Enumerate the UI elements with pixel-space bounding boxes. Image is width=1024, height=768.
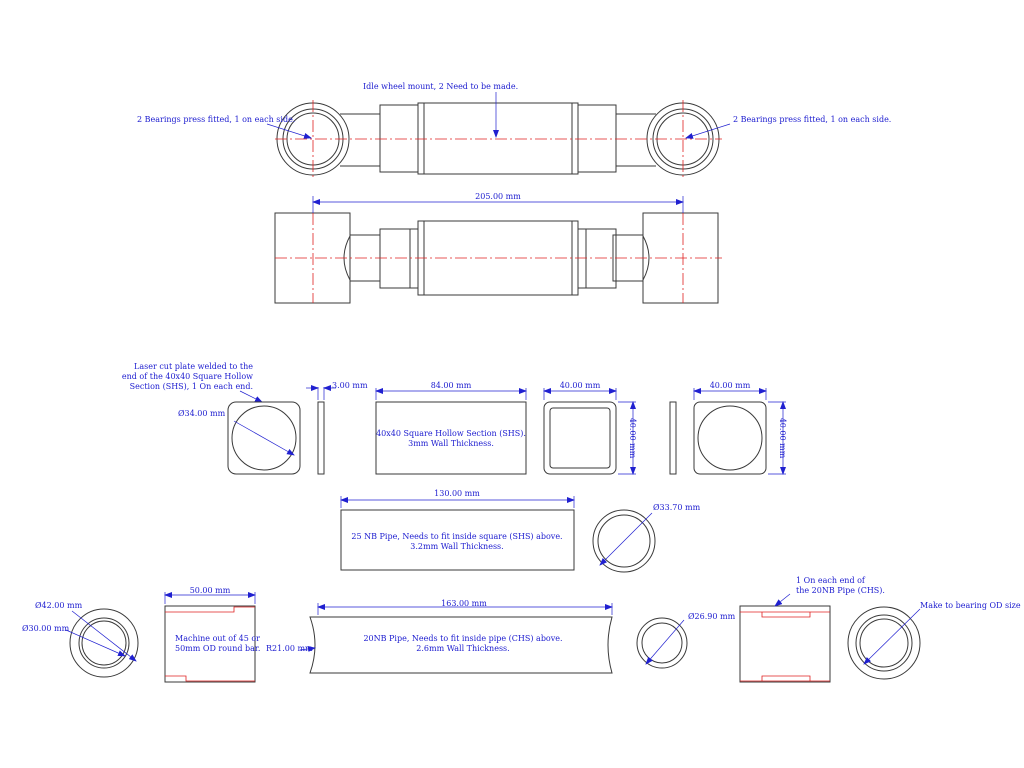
machine-note-line2: 50mm OD round bar. bbox=[175, 644, 260, 653]
laser-plate-line3: Section (SHS), 1 On each end. bbox=[130, 382, 253, 391]
end-note-line1: 1 On each end of bbox=[796, 576, 866, 585]
ring-od-label: Ø42.00 mm bbox=[35, 601, 83, 610]
assembly-side-view bbox=[274, 212, 722, 304]
pipe25-part: 130.00 mm 25 NB Pipe, Needs to fit insid… bbox=[340, 489, 575, 571]
end-note-line2: the 20NB Pipe (CHS). bbox=[796, 586, 885, 595]
shs-note-line1: 40x40 Square Hollow Section (SHS). bbox=[376, 429, 526, 438]
pipe20-dia-label: Ø26.90 mm bbox=[688, 612, 736, 621]
overall-dimension: 205.00 mm bbox=[312, 192, 684, 213]
pipe20-len-label: 163.00 mm bbox=[441, 599, 487, 608]
pipe20-end-view: Ø26.90 mm bbox=[636, 612, 736, 669]
pipe25-end-view: Ø33.70 mm bbox=[592, 503, 701, 573]
plate-side-part bbox=[669, 401, 677, 475]
pipe25-dia-label: Ø33.70 mm bbox=[653, 503, 701, 512]
ring-id-label: Ø30.00 mm bbox=[22, 624, 70, 633]
laser-plate-line1: Laser cut plate welded to the bbox=[134, 362, 253, 371]
plate-h-label: 40.00 mm bbox=[778, 418, 787, 459]
bearings-right-label: 2 Bearings press fitted, 1 on each side. bbox=[733, 115, 891, 124]
shs-w-label: 40.00 mm bbox=[560, 381, 601, 390]
plate-thickness-part: 3.00 mm bbox=[306, 381, 368, 475]
shs-note-line2: 3mm Wall Thickness. bbox=[408, 439, 494, 448]
bearings-left-label: 2 Bearings press fitted, 1 on each side. bbox=[137, 115, 295, 124]
laser-plate-part: Laser cut plate welded to the end of the… bbox=[122, 362, 301, 475]
pipe20-note-line1: 20NB Pipe, Needs to fit inside pipe (CHS… bbox=[363, 634, 562, 643]
pipe25-note-line2: 3.2mm Wall Thickness. bbox=[410, 542, 503, 551]
bush-part: 50.00 mm Machine out of 45 or 50mm OD ro… bbox=[164, 586, 260, 683]
shs-part: 84.00 mm 40x40 Square Hollow Section (SH… bbox=[375, 381, 527, 475]
bearing-od-label: Make to bearing OD size bbox=[920, 601, 1021, 610]
pipe20-part: 163.00 mm R21.00 mm 20NB Pipe, Needs to … bbox=[266, 599, 613, 674]
ring-part: Ø42.00 mm Ø30.00 mm bbox=[22, 601, 139, 678]
machine-note-line1: Machine out of 45 or bbox=[175, 634, 260, 643]
laser-plate-line2: end of the 40x40 Square Hollow bbox=[122, 372, 253, 381]
pipe20-note-line2: 2.6mm Wall Thickness. bbox=[416, 644, 509, 653]
idle-wheel-label: Idle wheel mount, 2 Need to be made. bbox=[363, 82, 518, 91]
assembly-top-view bbox=[275, 100, 722, 178]
overall-dim-label: 205.00 mm bbox=[475, 192, 521, 201]
shs-end-view: 40.00 mm 40.00 mm bbox=[543, 381, 637, 475]
shs-h-label: 40.00 mm bbox=[628, 418, 637, 459]
radius-label: R21.00 mm bbox=[266, 644, 313, 653]
top-annotations: Idle wheel mount, 2 Need to be made. 2 B… bbox=[137, 82, 891, 139]
bush-len-label: 50.00 mm bbox=[190, 586, 231, 595]
end-bush-part: 1 On each end of the 20NB Pipe (CHS). bbox=[739, 576, 885, 683]
plate-thk-label: 3.00 mm bbox=[332, 381, 368, 390]
shs-len-label: 84.00 mm bbox=[431, 381, 472, 390]
plate-dia-label: Ø34.00 mm bbox=[178, 409, 226, 418]
pipe25-note-line1: 25 NB Pipe, Needs to fit inside square (… bbox=[351, 532, 562, 541]
plate-w-label: 40.00 mm bbox=[710, 381, 751, 390]
pipe25-len-label: 130.00 mm bbox=[434, 489, 480, 498]
plate-face-part: 40.00 mm 40.00 mm bbox=[693, 381, 787, 475]
bearing-ring-part: Make to bearing OD size bbox=[847, 601, 1021, 680]
